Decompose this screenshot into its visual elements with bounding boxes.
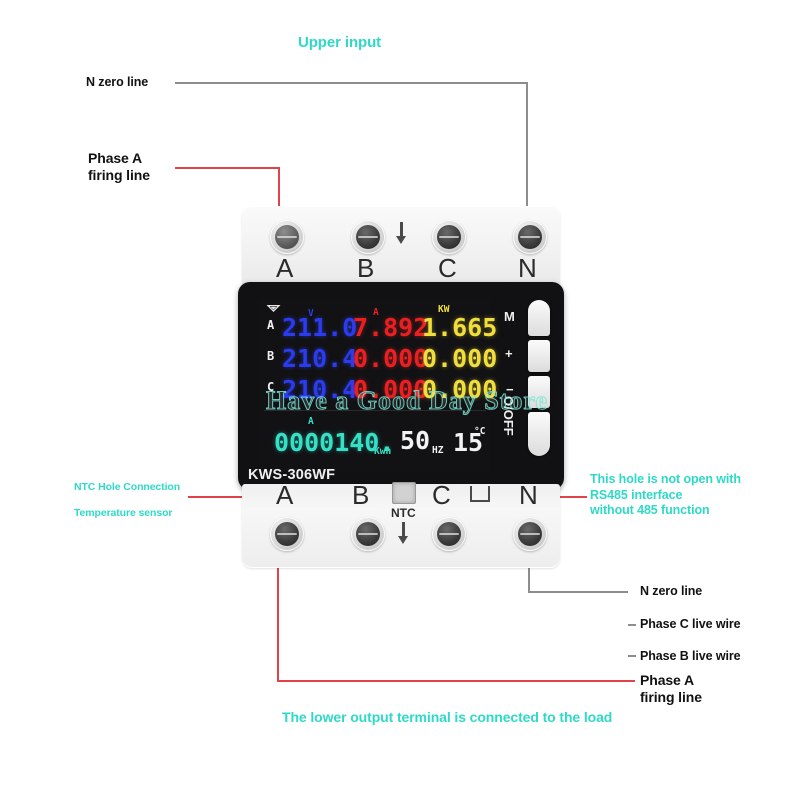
leader-line-n-top-h (175, 82, 528, 84)
energy-value: 0000140. (274, 428, 395, 457)
button-panel: M + − O/OFF (498, 300, 554, 472)
leader-line-a-top-h (175, 167, 280, 169)
flow-arrow-down-bottom-icon (398, 522, 408, 544)
plus-button-label: + (505, 346, 513, 361)
terminal-label-c-bottom: C (432, 480, 451, 510)
current-value-b: 0.000 (353, 344, 429, 373)
minus-button[interactable] (528, 376, 550, 408)
leader-line-n-top-v (526, 82, 528, 242)
power-value-c: 0.000 (422, 375, 498, 404)
onoff-button[interactable] (528, 412, 550, 456)
leader-line-a-top-v (278, 167, 280, 242)
terminal-label-n-top: N (518, 253, 537, 283)
terminal-label-c-top: C (438, 253, 457, 283)
current-value-a: 7.892 (353, 313, 429, 342)
terminal-screw-b-bottom[interactable] (351, 517, 385, 551)
terminal-screw-n-bottom[interactable] (513, 517, 547, 551)
terminal-label-b-top: B (357, 253, 375, 283)
rs485-hole[interactable] (470, 486, 490, 502)
unit-kwh: Kwh (374, 446, 392, 457)
label-temperature-sensor: Temperature sensor (74, 507, 173, 519)
label-phase-b-live-wire: Phase B live wire (640, 649, 741, 663)
temperature-value: 15 (453, 428, 484, 457)
label-n-zero-line-top: N zero line (86, 75, 149, 89)
phase-label-b: B (267, 349, 275, 363)
plus-button[interactable] (528, 340, 550, 372)
label-ntc-hole-connection: NTC Hole Connection (74, 481, 181, 493)
leader-line-a-bottom-h (277, 680, 635, 682)
ntc-hole[interactable] (392, 482, 416, 504)
terminal-label-b-bottom: B (352, 480, 370, 510)
current-value-c: 0.000 (353, 375, 429, 404)
leader-line-b-bottom (628, 655, 636, 657)
terminal-screw-b-top[interactable] (351, 220, 385, 254)
voltage-value-a: 211.0 (282, 313, 358, 342)
terminal-screw-a-top[interactable] (270, 220, 304, 254)
voltage-value-b: 210.4 (282, 344, 358, 373)
leader-line-c-bottom (628, 624, 636, 626)
flow-arrow-down-top-icon (396, 222, 406, 244)
voltage-value-c: 210.4 (282, 375, 358, 404)
label-phase-a-firing-line-bottom: Phase A firing line (640, 672, 702, 705)
device-front-panel: V A KW A 211.0 7.892 1.665 B 210.4 0.000… (238, 282, 564, 490)
unit-kw: KW (438, 304, 450, 315)
power-value-a: 1.665 (422, 313, 498, 342)
terminal-screw-c-bottom[interactable] (432, 517, 466, 551)
minus-button-label: − (506, 382, 514, 397)
label-n-zero-line-bottom: N zero line (640, 584, 703, 598)
lcd-divider (264, 410, 486, 411)
leader-line-n-bottom-h (528, 591, 628, 593)
power-value-b: 0.000 (422, 344, 498, 373)
wifi-icon (266, 302, 281, 317)
phase-label-c: C (267, 380, 275, 394)
frequency-value: 50 (400, 426, 431, 455)
unit-hz: HZ (432, 445, 444, 456)
terminal-label-n-bottom: N (519, 480, 538, 510)
terminal-screw-n-top[interactable] (513, 220, 547, 254)
leader-line-a-bottom-v (277, 540, 279, 682)
phase-label-a: A (267, 318, 275, 332)
label-phase-a-firing-line-top: Phase A firing line (88, 150, 150, 183)
label-lower-output: The lower output terminal is connected t… (282, 709, 613, 725)
label-rs485-note: This hole is not open with RS485 interfa… (590, 472, 741, 518)
terminal-label-a-top: A (276, 253, 294, 283)
device-model-label: KWS-306WF (248, 467, 336, 483)
unit-amp-small: A (308, 416, 314, 427)
terminal-screw-c-top[interactable] (432, 220, 466, 254)
terminal-label-a-bottom: A (276, 480, 294, 510)
label-upper-input: Upper input (298, 34, 382, 51)
lcd-display: V A KW A 211.0 7.892 1.665 B 210.4 0.000… (260, 298, 497, 473)
onoff-button-label: O/OFF (501, 396, 516, 436)
mode-button-label: M (504, 309, 515, 324)
device-bottom-housing: A B C N NTC (242, 480, 560, 568)
mode-button[interactable] (528, 300, 550, 336)
energy-meter-device: A B C N V A KW A 2 (238, 206, 564, 568)
label-phase-c-live-wire: Phase C live wire (640, 617, 741, 631)
unit-celsius: °C (474, 426, 486, 437)
terminal-screw-a-bottom[interactable] (270, 517, 304, 551)
unit-volt: V (308, 308, 314, 319)
device-top-housing: A B C N (242, 206, 560, 290)
ntc-label: NTC (391, 506, 416, 520)
unit-amp: A (373, 307, 379, 318)
